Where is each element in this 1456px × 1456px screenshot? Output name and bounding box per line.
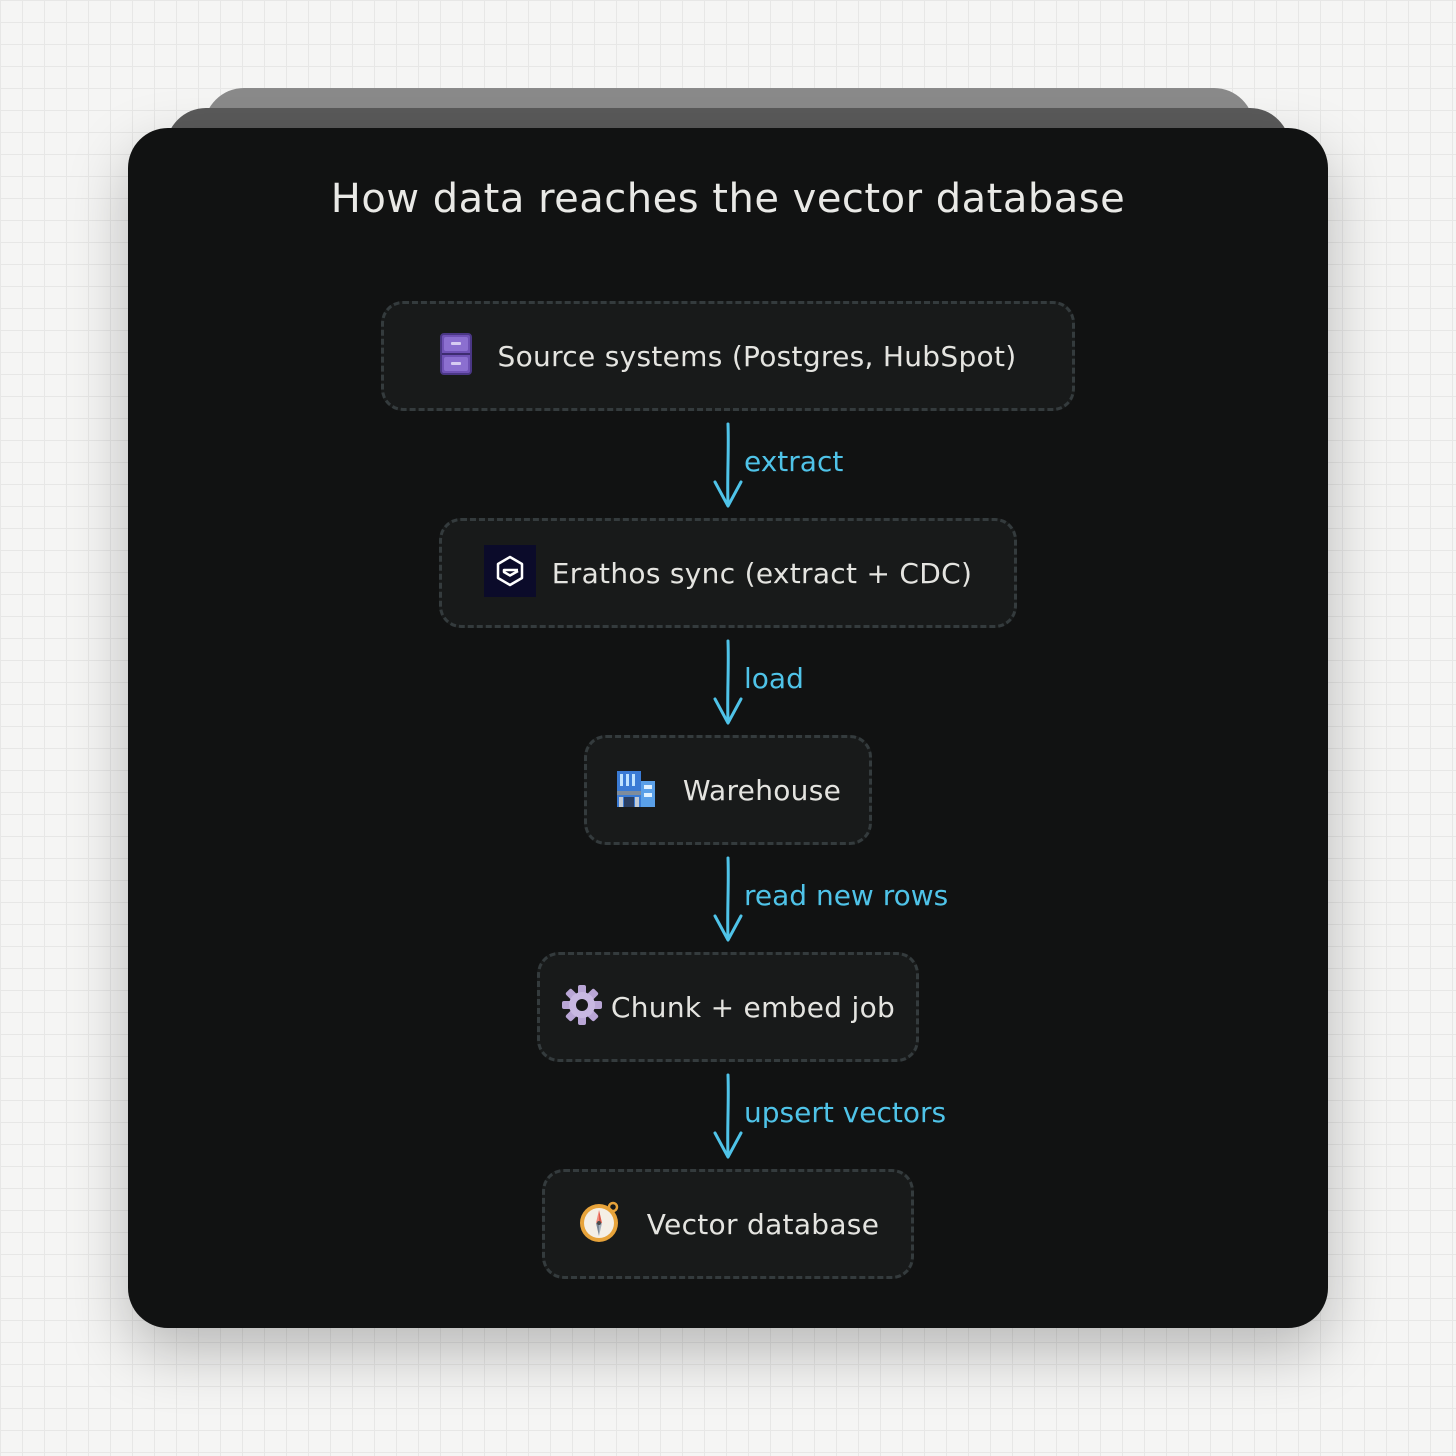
edge-arrow-load bbox=[713, 639, 743, 725]
node-source-systems: Source systems (Postgres, HubSpot) bbox=[381, 301, 1075, 411]
node-erathos-sync: Erathos sync (extract + CDC) bbox=[439, 518, 1017, 628]
node-label-chunk-embed-job: Chunk + embed job bbox=[610, 990, 896, 1024]
diagram-title: How data reaches the vector database bbox=[330, 176, 1126, 222]
compass-icon bbox=[577, 1200, 621, 1248]
edge-label-load: load bbox=[744, 662, 804, 695]
gear-icon bbox=[561, 984, 603, 1030]
edge-label-read-new-rows: read new rows bbox=[744, 879, 949, 912]
edge-arrow-read-new-rows bbox=[713, 856, 743, 942]
node-label-erathos-sync: Erathos sync (extract + CDC) bbox=[551, 556, 973, 590]
node-label-source-systems: Source systems (Postgres, HubSpot) bbox=[497, 339, 1017, 373]
edge-arrow-upsert-vectors bbox=[713, 1073, 743, 1159]
file-cabinet-icon bbox=[439, 333, 472, 379]
erathos-logo-icon bbox=[483, 545, 536, 601]
node-vector-database: Vector database bbox=[542, 1169, 914, 1279]
edge-label-upsert-vectors: upsert vectors bbox=[744, 1096, 947, 1129]
node-label-warehouse: Warehouse bbox=[682, 773, 842, 807]
node-chunk-embed-job: Chunk + embed job bbox=[537, 952, 919, 1062]
node-warehouse: Warehouse bbox=[584, 735, 872, 845]
edge-arrow-extract bbox=[713, 422, 743, 508]
node-label-vector-database: Vector database bbox=[646, 1207, 880, 1241]
edge-label-extract: extract bbox=[744, 445, 844, 478]
office-building-icon bbox=[615, 767, 657, 813]
